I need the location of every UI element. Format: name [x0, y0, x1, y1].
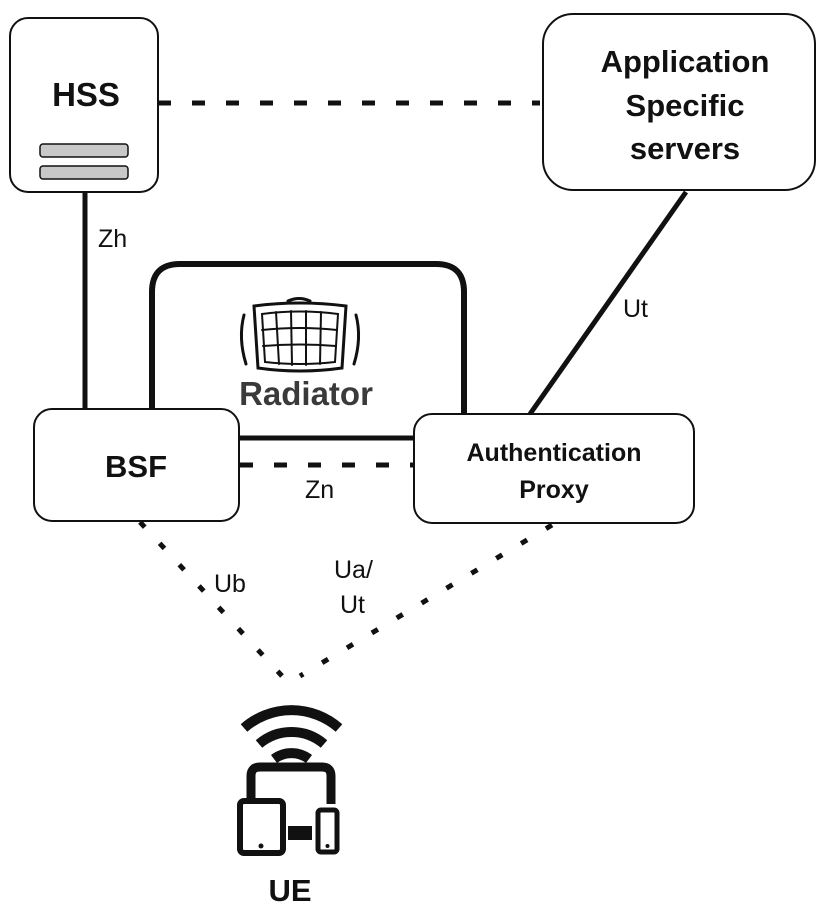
wifi-icon — [240, 705, 343, 764]
ua-ut-label-line1: Ua/ — [334, 556, 373, 584]
radiator-frame — [149, 261, 467, 414]
ue-node[interactable]: UE — [237, 705, 343, 904]
ut-link — [527, 190, 689, 416]
app-servers-label-line1: Application — [601, 44, 770, 79]
ub-label: Ub — [214, 570, 246, 598]
auth-proxy-label-line2: Proxy — [519, 476, 589, 504]
ut-label: Ut — [623, 295, 648, 323]
bsf-label: BSF — [105, 449, 167, 484]
radiator-logo-icon — [239, 297, 361, 373]
app-servers-label-line3: servers — [630, 131, 740, 166]
zh-label: Zh — [98, 225, 127, 253]
server-icon — [39, 143, 129, 180]
app-servers-node[interactable]: Application Specific servers — [542, 13, 816, 191]
bsf-node[interactable]: BSF — [33, 408, 240, 522]
auth-proxy-box — [413, 413, 695, 524]
bsf-box — [33, 408, 240, 522]
ua-ut-label-line2: Ut — [340, 591, 365, 619]
ue-label: UE — [268, 873, 311, 904]
hss-label: HSS — [52, 76, 120, 113]
app-servers-box — [542, 13, 816, 191]
radiator-logo: Radiator — [239, 297, 373, 412]
devices-icon — [237, 762, 340, 856]
auth-proxy-label-line1: Authentication — [467, 439, 642, 467]
radiator-logo-text: Radiator — [239, 375, 373, 412]
zn-label: Zn — [305, 476, 334, 504]
auth-proxy-node[interactable]: Authentication Proxy — [413, 413, 695, 524]
hss-node[interactable]: HSS — [9, 17, 159, 193]
ua-ut-link — [298, 522, 554, 679]
app-servers-label-line2: Specific — [626, 88, 745, 123]
ub-link — [138, 520, 284, 678]
